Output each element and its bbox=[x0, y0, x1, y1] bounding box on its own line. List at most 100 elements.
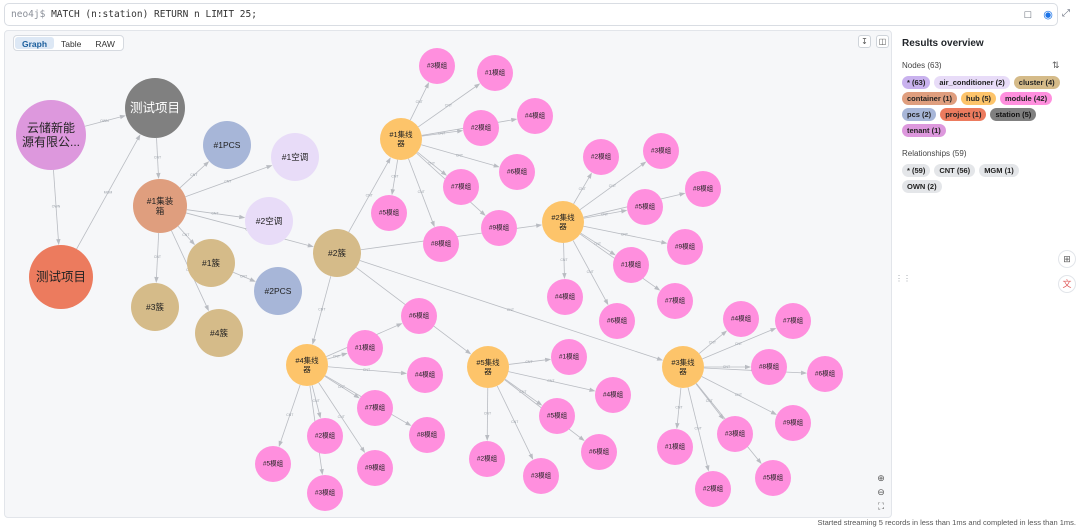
node-circle[interactable] bbox=[286, 344, 328, 386]
relationship-edge[interactable] bbox=[311, 385, 321, 417]
relationship-edge[interactable] bbox=[676, 387, 682, 428]
relationship-edge[interactable] bbox=[391, 159, 399, 194]
node-label-chip-project[interactable]: project (1) bbox=[940, 108, 987, 121]
grid-icon[interactable]: ⊞ bbox=[1058, 250, 1076, 268]
node-circle[interactable] bbox=[695, 471, 731, 507]
node-circle[interactable] bbox=[775, 405, 811, 441]
node-circle[interactable] bbox=[481, 210, 517, 246]
node-circle[interactable] bbox=[423, 226, 459, 262]
node-circle[interactable] bbox=[499, 154, 535, 190]
node-circle[interactable] bbox=[307, 418, 343, 454]
node-circle[interactable] bbox=[245, 197, 293, 245]
relationship-edge[interactable] bbox=[698, 331, 726, 354]
graph-node-tenant[interactable]: 云储新能源有限公... bbox=[16, 100, 86, 170]
bookmark-icon[interactable]: □ bbox=[1024, 9, 1032, 21]
graph-node-module[interactable]: #5模组 bbox=[371, 195, 407, 231]
graph-node-module[interactable]: #2模组 bbox=[469, 441, 505, 477]
node-label-chip-pcs[interactable]: pcs (2) bbox=[902, 108, 937, 121]
node-circle[interactable] bbox=[662, 346, 704, 388]
relationship-edge[interactable] bbox=[186, 209, 244, 218]
graph-node-project[interactable]: 测试项目 bbox=[29, 245, 93, 309]
node-circle[interactable] bbox=[477, 55, 513, 91]
relationship-edge[interactable] bbox=[572, 240, 608, 304]
node-label-chip-tenant[interactable]: tenant (1) bbox=[902, 124, 946, 137]
node-circle[interactable] bbox=[657, 429, 693, 465]
relationship-edge[interactable] bbox=[583, 225, 666, 244]
relationship-edge[interactable] bbox=[508, 359, 550, 365]
relationship-edge[interactable] bbox=[409, 83, 429, 121]
query-text[interactable]: neo4j$ MATCH (n:station) RETURN n LIMIT … bbox=[11, 9, 257, 20]
node-circle[interactable] bbox=[271, 133, 319, 181]
relationship-edge[interactable] bbox=[583, 210, 626, 219]
node-circle[interactable] bbox=[133, 179, 187, 233]
relationship-edge[interactable] bbox=[702, 328, 775, 360]
graph-node-module[interactable]: #4模组 bbox=[595, 377, 631, 413]
relationship-edge[interactable] bbox=[695, 383, 724, 419]
node-circle[interactable] bbox=[469, 441, 505, 477]
relationship-edge[interactable] bbox=[421, 130, 462, 137]
node-label-chip-module[interactable]: module (42) bbox=[1000, 92, 1053, 105]
relationship-edge[interactable] bbox=[508, 371, 594, 392]
sidebar-icon[interactable]: ◫ bbox=[876, 35, 889, 48]
node-circle[interactable] bbox=[313, 229, 361, 277]
relationship-edge[interactable] bbox=[421, 144, 498, 167]
node-label-chip-station[interactable]: station (5) bbox=[990, 108, 1037, 121]
node-circle[interactable] bbox=[443, 169, 479, 205]
relationship-edge[interactable] bbox=[496, 385, 533, 459]
relationship-type-chip[interactable]: CNT (56) bbox=[934, 164, 976, 177]
graph-node-module[interactable]: #2模组 bbox=[583, 139, 619, 175]
tab-table[interactable]: Table bbox=[61, 39, 82, 49]
fit-icon[interactable]: ⛶ bbox=[877, 501, 885, 511]
tab-graph[interactable]: Graph bbox=[15, 37, 55, 49]
sort-icon[interactable]: ⇅ bbox=[1052, 60, 1060, 70]
node-circle[interactable] bbox=[667, 229, 703, 265]
node-circle[interactable] bbox=[581, 434, 617, 470]
zoom-in-icon[interactable]: ⊕ bbox=[877, 473, 885, 483]
query-editor[interactable]: neo4j$ MATCH (n:station) RETURN n LIMIT … bbox=[4, 3, 1058, 26]
relationship-edge[interactable] bbox=[155, 232, 160, 282]
node-circle[interactable] bbox=[131, 283, 179, 331]
graph-node-station[interactable]: 测试项目 bbox=[125, 78, 185, 138]
graph-node-module[interactable]: #4模组 bbox=[407, 357, 443, 393]
node-circle[interactable] bbox=[463, 110, 499, 146]
node-circle[interactable] bbox=[380, 118, 422, 160]
graph-node-air_conditioner[interactable]: #1空调 bbox=[271, 133, 319, 181]
graph-node-module[interactable]: #8模组 bbox=[751, 349, 787, 385]
node-circle[interactable] bbox=[523, 458, 559, 494]
relationship-edge[interactable] bbox=[53, 169, 60, 244]
relationship-edge[interactable] bbox=[701, 376, 776, 415]
relationship-edge[interactable] bbox=[84, 115, 125, 127]
graph-node-module[interactable]: #1模组 bbox=[551, 339, 587, 375]
graph-node-pcs[interactable]: #2PCS bbox=[254, 267, 302, 315]
query-statement[interactable]: MATCH (n:station) RETURN n LIMIT 25; bbox=[51, 9, 257, 20]
graph-node-module[interactable]: #1模组 bbox=[347, 330, 383, 366]
graph-node-module[interactable]: #3模组 bbox=[523, 458, 559, 494]
graph-node-module[interactable]: #4模组 bbox=[517, 98, 553, 134]
graph-node-module[interactable]: #4模组 bbox=[547, 279, 583, 315]
graph-node-module[interactable]: #9模组 bbox=[481, 210, 517, 246]
node-circle[interactable] bbox=[371, 195, 407, 231]
graph-node-module[interactable]: #3模组 bbox=[307, 475, 343, 511]
node-label-chip-container[interactable]: container (1) bbox=[902, 92, 958, 105]
graph-node-module[interactable]: #6模组 bbox=[807, 356, 843, 392]
zoom-out-icon[interactable]: ⊖ bbox=[877, 487, 885, 497]
relationship-edge[interactable] bbox=[185, 165, 271, 198]
node-circle[interactable] bbox=[254, 267, 302, 315]
graph-node-module[interactable]: #6模组 bbox=[581, 434, 617, 470]
node-circle[interactable] bbox=[551, 339, 587, 375]
graph-node-module[interactable]: #2模组 bbox=[463, 110, 499, 146]
node-label-chip-air_conditioner[interactable]: air_conditioner (2) bbox=[934, 76, 1010, 89]
relationship-edge[interactable] bbox=[359, 260, 662, 361]
node-circle[interactable] bbox=[517, 98, 553, 134]
relationship-edge[interactable] bbox=[348, 158, 391, 233]
relationship-type-chip[interactable]: MGM (1) bbox=[979, 164, 1019, 177]
relationship-type-chip[interactable]: * (59) bbox=[902, 164, 931, 177]
node-circle[interactable] bbox=[203, 121, 251, 169]
collapse-icon[interactable]: ⤢ bbox=[1062, 8, 1070, 19]
node-circle[interactable] bbox=[409, 417, 445, 453]
graph-node-module[interactable]: #7模组 bbox=[657, 283, 693, 319]
